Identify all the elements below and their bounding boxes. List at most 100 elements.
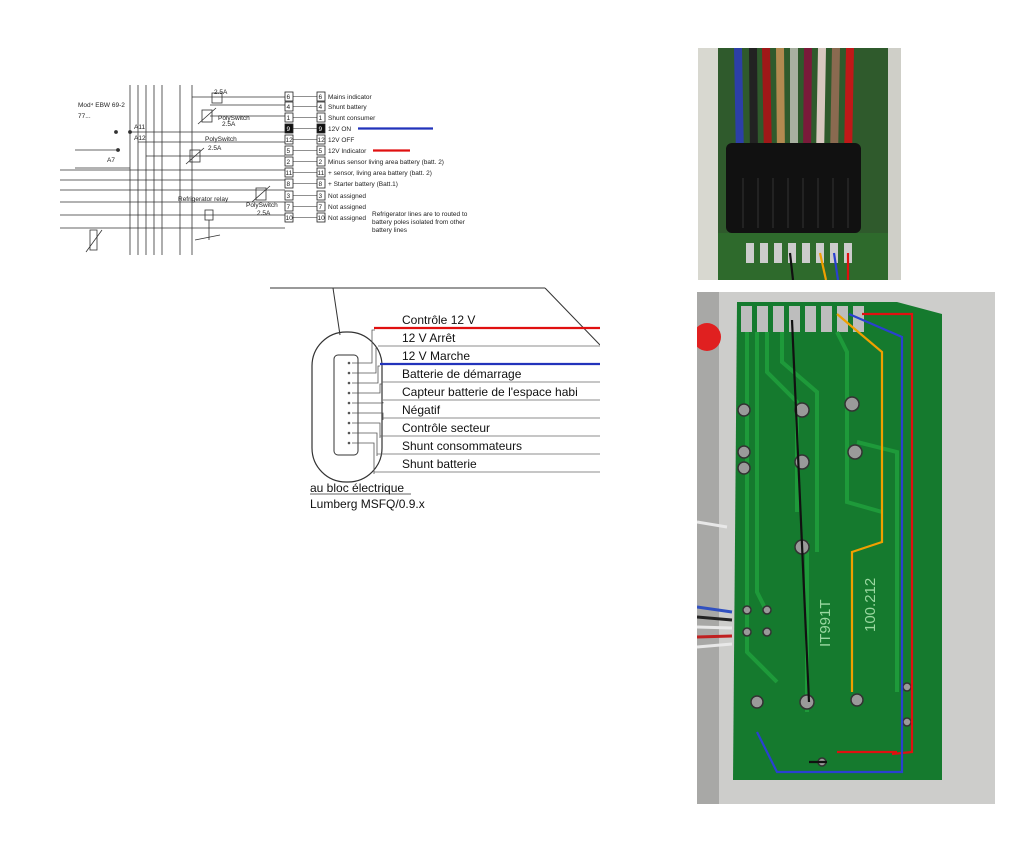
connector-line: Shunt batterie	[374, 457, 600, 473]
line-label: Shunt consommateurs	[402, 439, 522, 453]
pin-label: Not assigned	[328, 204, 366, 211]
pin-num: 6	[287, 94, 291, 101]
pin-label: + sensor, living area battery (batt. 2)	[328, 170, 432, 177]
pin-num-right: 6	[319, 94, 323, 101]
pin-label: Not assigned	[328, 215, 366, 222]
connector-body	[333, 354, 359, 456]
pin-num-right: 10	[318, 215, 326, 222]
pin-row: 10 10 Not assigned	[284, 212, 366, 223]
pin-row: 12 12 12V OFF	[284, 134, 354, 145]
note-box: Refrigerator lines are to routed to batt…	[372, 211, 468, 234]
schematic-svg: Mod⁴ EBW 69-2 77... A11 A12 A7 2.5A 2.5A…	[60, 85, 468, 255]
pin-row: 11 11 + sensor, living area battery (bat…	[284, 167, 432, 178]
connector-caption: au bloc électrique	[310, 481, 404, 495]
pin-label: 12V OFF	[328, 137, 354, 144]
pin-num-right: 2	[319, 159, 323, 166]
pin-row: 9 9 12V ON	[284, 123, 433, 134]
connector-svg: Contrôle 12 V 12 V Arrêt 12 V Marche Bat…	[270, 287, 601, 511]
pin-num-right: 7	[319, 204, 323, 211]
connector-line: Contrôle secteur	[380, 421, 600, 437]
connector-pins	[347, 361, 351, 445]
pin-num-right: 4	[319, 104, 323, 111]
pin-num: 4	[287, 104, 291, 111]
pin-row: 1 1 Shunt consumer	[284, 112, 376, 123]
silkscreen-number: 100.212	[862, 578, 879, 632]
housing-ribs	[742, 178, 849, 228]
pin-row: 4 4 Shunt battery	[284, 101, 367, 112]
annotated-traces	[756, 312, 914, 774]
connector-line: Batterie de démarrage	[382, 367, 600, 383]
wire-bundle	[734, 48, 854, 162]
pin-label: Shunt consumer	[328, 115, 376, 122]
pin-num-right: 11	[318, 170, 325, 177]
line-label: Négatif	[402, 403, 441, 417]
line-label: 12 V Arrêt	[402, 331, 456, 345]
pin-label: Minus sensor living area battery (batt. …	[328, 159, 444, 166]
pin-num: 3	[287, 193, 291, 200]
pin-terminals: 6 6 Mains indicator 4 4 Shunt battery 1 …	[284, 91, 444, 223]
pin-num-right: 3	[319, 193, 323, 200]
fan-out-wires	[352, 329, 384, 474]
line-label: Shunt batterie	[402, 457, 477, 471]
pin-num-right: 12	[318, 137, 326, 144]
connector-line: 12 V Marche	[380, 349, 600, 366]
line-label: 12 V Marche	[402, 349, 470, 363]
pin-num-right: 1	[319, 115, 323, 122]
pin-num: 9	[287, 126, 291, 133]
pin-num: 1	[287, 115, 291, 122]
pin-num: 2	[287, 159, 291, 166]
connector-line: Shunt consommateurs	[377, 439, 600, 455]
pcb-photo: IT991T 100.212	[697, 292, 995, 804]
pin-num-right: 5	[319, 148, 323, 155]
pin-row: 5 5 12V Indicator	[284, 145, 410, 156]
pin-row: 3 3 Not assigned	[284, 190, 366, 201]
node-a7: A7	[107, 157, 115, 164]
pcb-board	[733, 302, 942, 780]
connector-housing	[311, 331, 383, 483]
line-label: Capteur batterie de l'espace habi	[402, 385, 578, 399]
connector-line: Négatif	[383, 403, 600, 419]
pin-num: 5	[287, 148, 291, 155]
pin-num: 10	[286, 215, 294, 222]
silkscreen-part: IT991T	[817, 599, 834, 647]
connector-housing-photo	[726, 143, 861, 233]
pin-num-right: 9	[319, 126, 323, 133]
pin-label: 12V Indicator	[328, 148, 367, 155]
pin-num: 7	[287, 204, 291, 211]
pin-label: Shunt battery	[328, 104, 367, 111]
connector-diagram: Contrôle 12 V 12 V Arrêt 12 V Marche Bat…	[270, 280, 601, 520]
pin-label: Not assigned	[328, 193, 366, 200]
polyswitch-label-2: PolySwitch	[205, 136, 237, 143]
pin-num: 12	[286, 137, 294, 144]
pin-row: 7 7 Not assigned	[284, 201, 366, 212]
pcb-photo-svg: IT991T 100.212	[697, 292, 995, 804]
connector-line: 12 V Arrêt	[378, 331, 600, 347]
line-label: Batterie de démarrage	[402, 367, 522, 381]
line-label: Contrôle secteur	[402, 421, 490, 435]
relay-label: Refrigerator relay	[178, 196, 229, 203]
pin-num: 11	[286, 170, 293, 177]
connector-line: Contrôle 12 V	[374, 313, 600, 330]
pcb-traces	[745, 331, 899, 712]
node-a12: A12	[134, 135, 146, 142]
loose-wires	[697, 520, 733, 649]
line-label: Contrôle 12 V	[402, 313, 475, 327]
connector-photo	[698, 48, 901, 280]
fuse-label-3: 2.5A	[208, 145, 222, 152]
refrigerator-note: Refrigerator lines are to routed to batt…	[372, 211, 468, 234]
pin-label: 12V ON	[328, 126, 351, 133]
pin-row: 2 2 Minus sensor living area battery (ba…	[284, 156, 444, 167]
pin-num-right: 8	[319, 181, 323, 188]
pin-row: 8 8 + Starter battery (Batt.1)	[284, 178, 398, 189]
bus-lines	[60, 85, 285, 255]
fuse-label-1: 2.5A	[214, 89, 228, 96]
pin-row: 6 6 Mains indicator	[284, 91, 373, 102]
pin-label: + Starter battery (Batt.1)	[328, 181, 398, 188]
module-label: Mod⁴ EBW 69-2	[78, 102, 125, 109]
polyswitch-label-1: PolySwitch	[218, 115, 250, 122]
pin-num: 8	[287, 181, 291, 188]
connector-model: Lumberg MSFQ/0.9.x	[310, 497, 425, 511]
connector-photo-svg	[698, 48, 901, 280]
fuse-label-4: 2.5A	[257, 210, 271, 217]
node-a11: A11	[134, 124, 145, 131]
